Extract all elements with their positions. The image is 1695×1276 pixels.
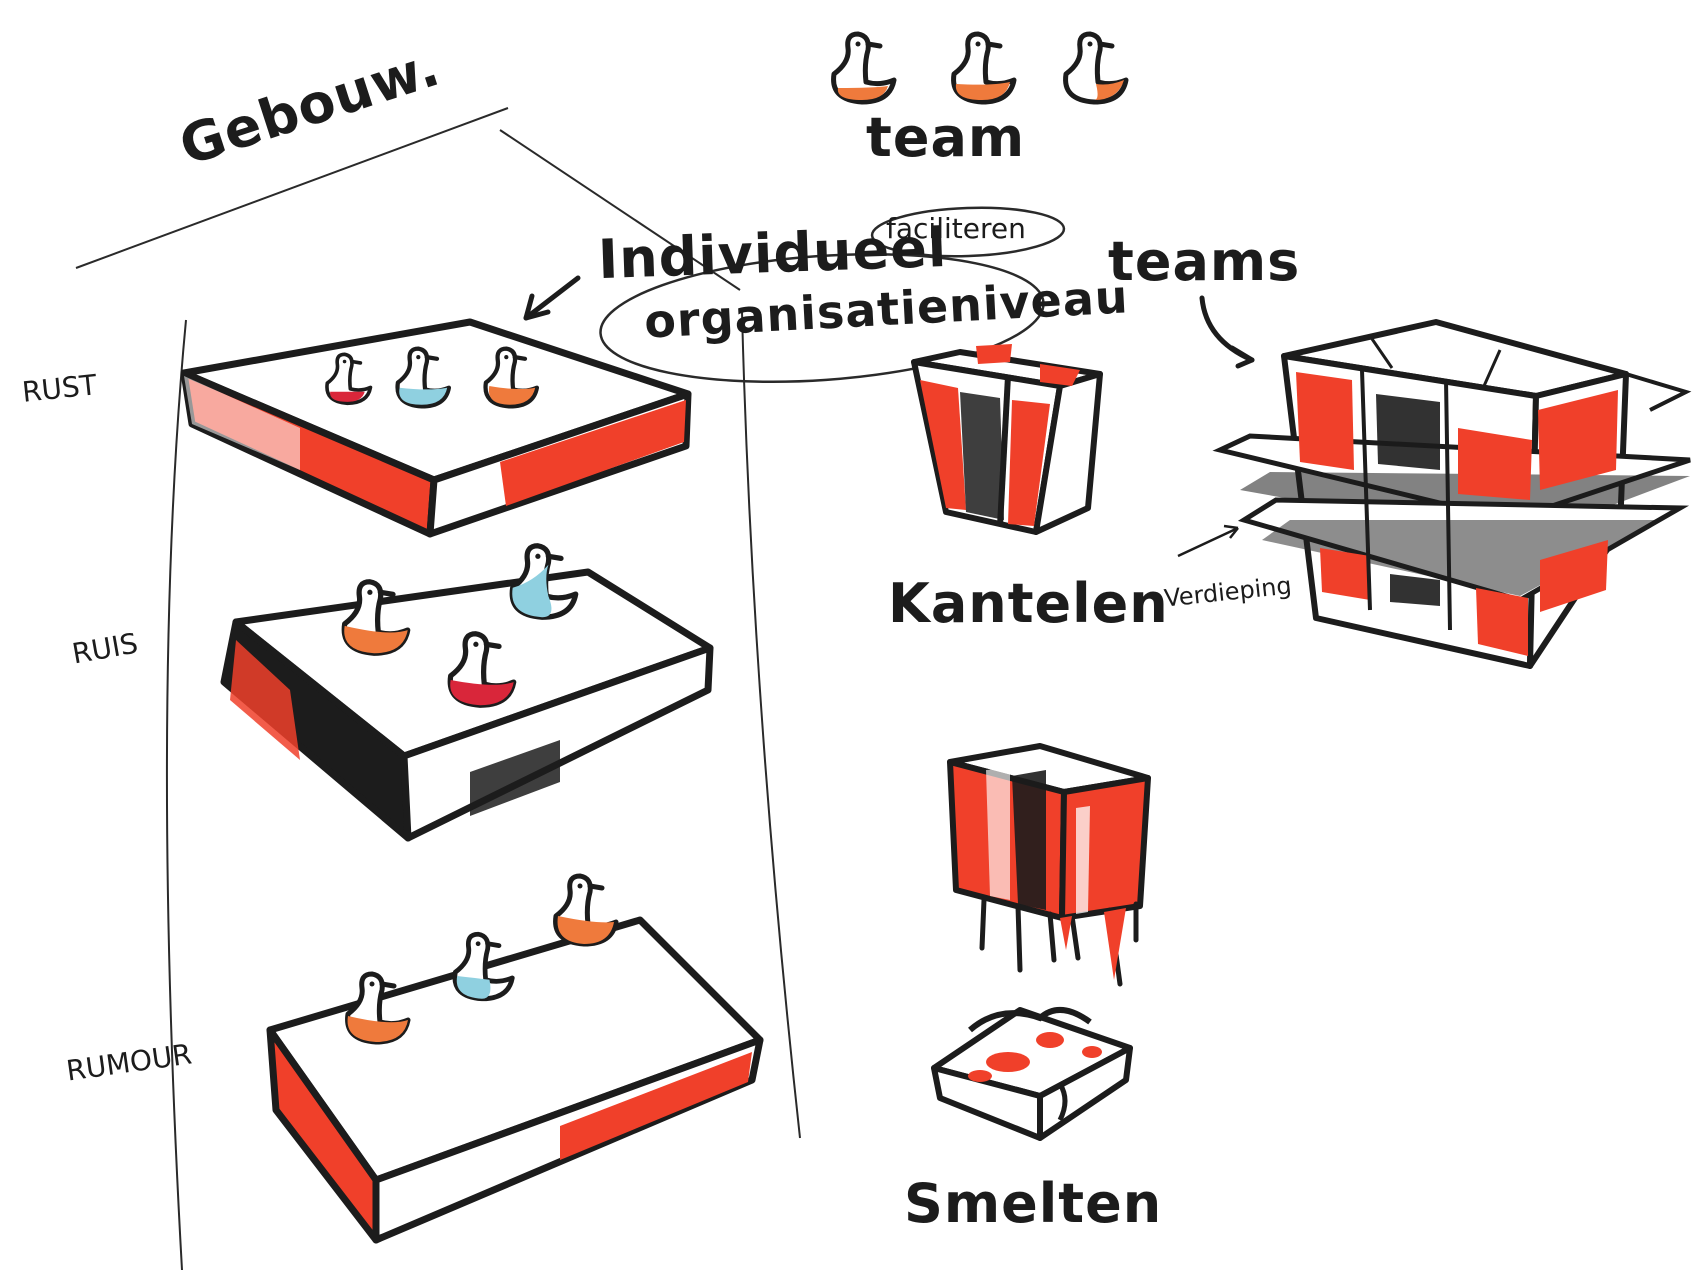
arrow-to-rust-box (526, 278, 578, 318)
kantelen-label: Kantelen (888, 572, 1169, 635)
melted-puddle (934, 1010, 1130, 1138)
teams-building (1220, 322, 1690, 666)
rumour-box (270, 920, 760, 1240)
melting-cabinet (950, 746, 1148, 984)
arrow-to-verdieping (1178, 526, 1238, 556)
arrow-to-teams-building (1202, 298, 1252, 366)
rust-box (184, 322, 688, 534)
team-label: team (866, 106, 1025, 169)
teams-label: teams (1108, 230, 1300, 293)
smelten-label: Smelten (904, 1172, 1162, 1235)
kantelen-cabinet (914, 344, 1100, 532)
team-duck-group (834, 34, 1126, 102)
faciliteren-label: faciliteren (886, 212, 1026, 245)
